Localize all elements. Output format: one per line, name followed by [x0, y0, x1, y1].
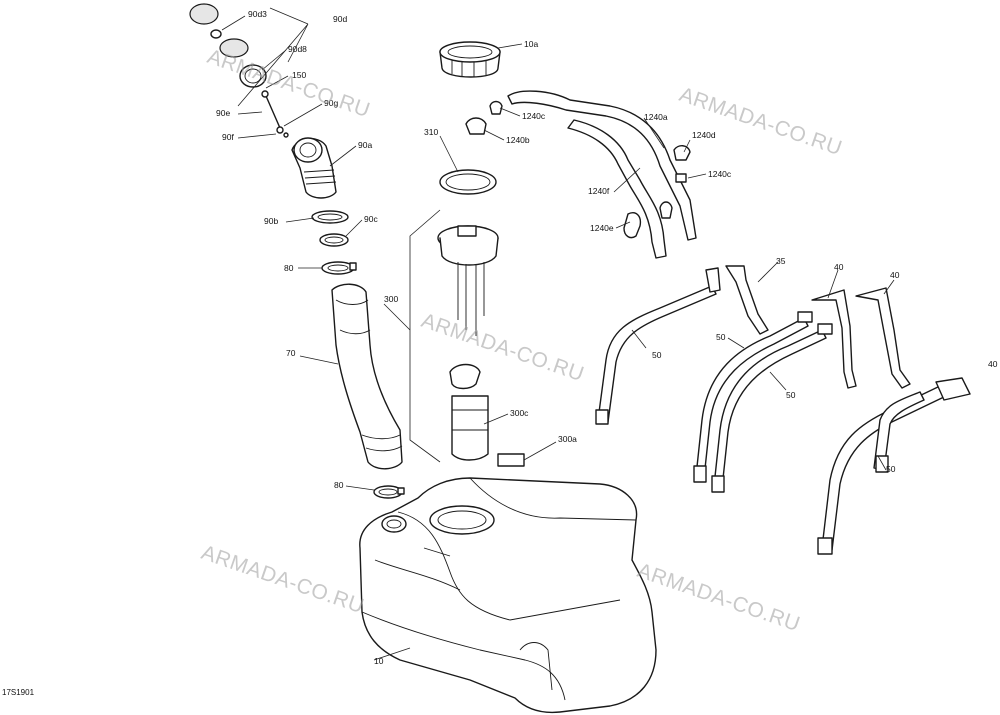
label-1240e: 1240e	[590, 223, 614, 233]
label-150: 150	[292, 70, 306, 80]
watermark-2: ARMADA-CO.RU	[676, 83, 845, 160]
label-300a: 300a	[558, 434, 577, 444]
label-1240b: 1240b	[506, 135, 530, 145]
label-80-upper: 80	[284, 263, 294, 273]
watermark-5: ARMADA-CO.RU	[634, 559, 803, 636]
watermark-4: ARMADA-CO.RU	[198, 541, 367, 618]
fuel-pump-module-300	[409, 209, 525, 467]
label-90d8: 90d8	[288, 44, 307, 54]
filler-neck-assembly	[291, 137, 349, 247]
label-40-a: 40	[834, 262, 844, 272]
label-300c: 300c	[510, 408, 529, 418]
label-1240a: 1240a	[644, 112, 668, 122]
label-90f: 90f	[222, 132, 234, 142]
label-90d3: 90d3	[248, 9, 267, 19]
label-10: 10	[374, 656, 384, 666]
label-40-c: 40	[988, 359, 998, 369]
label-310: 310	[424, 127, 438, 137]
hose-clamp-80-lower	[373, 485, 405, 499]
label-50-a: 50	[652, 350, 662, 360]
label-90g: 90g	[324, 98, 338, 108]
label-1240c-upper: 1240c	[522, 111, 546, 121]
filler-hose-70	[331, 283, 403, 470]
label-50-b: 50	[716, 332, 726, 342]
hose-clamp-80-upper	[321, 261, 357, 275]
label-90c: 90c	[364, 214, 378, 224]
label-90a: 90a	[358, 140, 372, 150]
label-90b: 90b	[264, 216, 278, 226]
label-1240c-lower: 1240c	[708, 169, 732, 179]
label-300: 300	[384, 294, 398, 304]
label-90e: 90e	[216, 108, 230, 118]
label-80-lower: 80	[334, 480, 344, 490]
fuel-tank	[359, 477, 657, 714]
callout-labels: 90d3 90d 90d8 150 90g 90e 90f 90a 90b 90…	[216, 9, 998, 666]
label-90d: 90d	[333, 14, 347, 24]
label-50-d: 50	[886, 464, 896, 474]
label-40-b: 40	[890, 270, 900, 280]
vent-fittings	[623, 145, 691, 239]
label-50-c: 50	[786, 390, 796, 400]
label-10a: 10a	[524, 39, 538, 49]
label-35: 35	[776, 256, 786, 266]
pump-seal-310	[439, 169, 497, 195]
label-1240d: 1240d	[692, 130, 716, 140]
label-1240f: 1240f	[588, 186, 610, 196]
watermark-3: ARMADA-CO.RU	[418, 309, 587, 386]
hose-fittings	[465, 100, 503, 135]
label-70: 70	[286, 348, 296, 358]
vent-hose-1240a	[507, 90, 697, 259]
leader-lines	[221, 7, 895, 661]
drawing-code: 17S1901	[2, 688, 35, 697]
tank-straps	[595, 265, 971, 555]
fuel-cap-parts	[189, 3, 289, 138]
pump-lock-ring-10a	[439, 41, 501, 78]
